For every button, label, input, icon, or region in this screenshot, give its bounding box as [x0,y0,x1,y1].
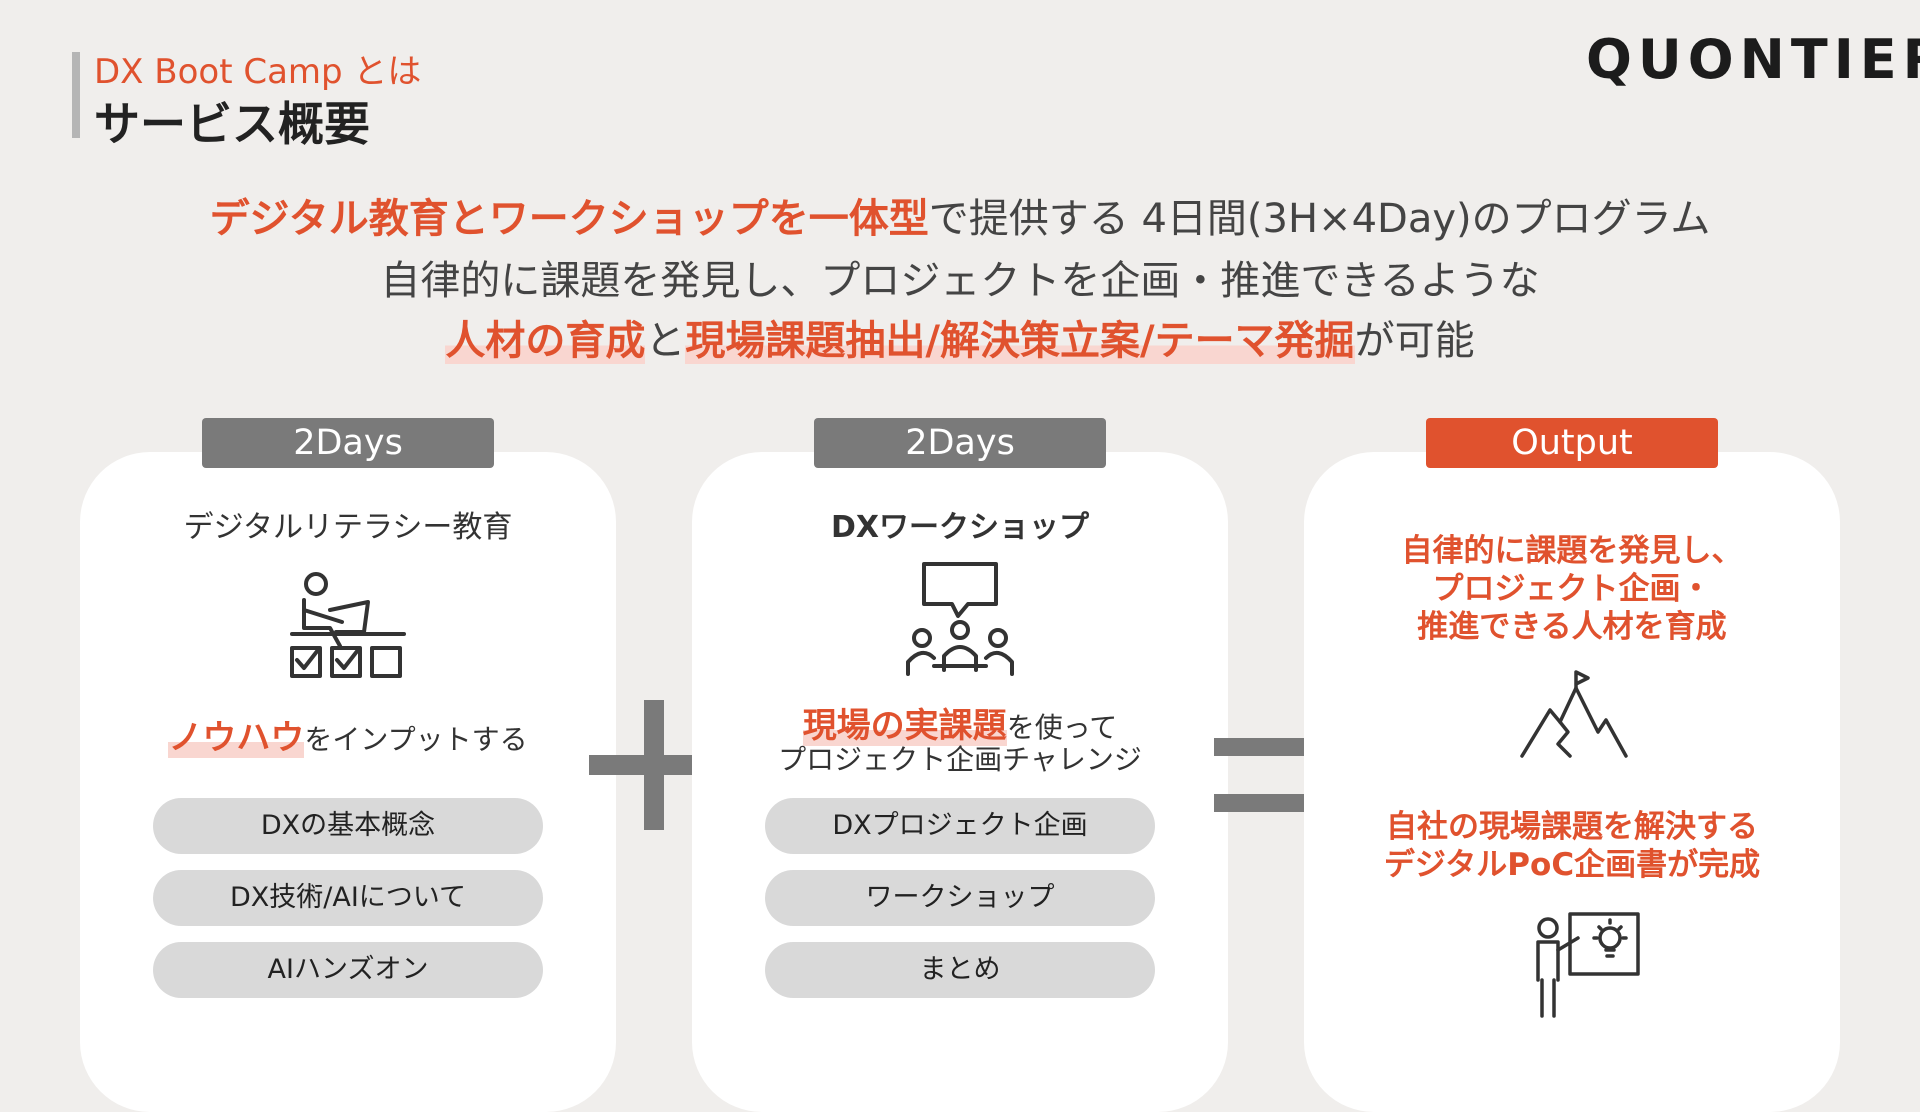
card-description-text: をインプットする [304,723,528,756]
group-discussion-icon [906,562,1014,676]
equals-icon [1214,738,1322,756]
topic-pill: AIハンズオン [153,942,543,998]
headline-emphasis-2: 人材の育成 [445,318,646,364]
card-description-emphasis: ノウハウ [168,718,305,758]
card-description: ノウハウをインプットする [80,710,616,759]
headline-text-3b: が可能 [1354,318,1475,364]
headline-text-1: で提供する 4日間(3H×4Day)のプログラム [928,196,1711,242]
card-dx-workshop: DXワークショップ 現場の実課題を使って プロジェクト企画チャレンジ DXプロジ… [692,452,1228,1112]
card-description-emphasis: 現場の実課題 [802,706,1007,746]
outcome-poc-line: 自社の現場課題を解決する [1386,809,1758,845]
headline-text-3a: と [645,318,686,364]
title-accent-bar [72,52,80,138]
teacher-desk-icon [290,572,406,678]
headline-line-3: 人材の育成と現場課題抽出/解決策立案/テーマ発掘が可能 [0,308,1920,366]
plus-icon-vertical [644,700,664,830]
card-title: DXワークショップ [830,510,1090,545]
outcome-talent-line: 自律的に課題を発見し、 [1401,533,1743,569]
card-title: デジタルリテラシー教育 [183,510,513,545]
card-description-line-2: プロジェクト企画チャレンジ [778,743,1142,776]
topic-pill: まとめ [765,942,1155,998]
outcome-poc: 自社の現場課題を解決する デジタルPoC企画書が完成 [1304,808,1840,884]
page-title: サービス概要 [94,97,370,151]
headline-line-2: 自律的に課題を発見し、プロジェクトを企画・推進できるような [380,258,1540,304]
card-description-text: を使って [1006,711,1118,744]
topic-pill: DXプロジェクト企画 [765,798,1155,854]
duration-tag: 2Days [814,418,1106,468]
topic-pill: ワークショップ [765,870,1155,926]
equals-icon-lower [1214,794,1322,812]
outcome-talent: 自律的に課題を発見し、 プロジェクト企画・ 推進できる人材を育成 [1304,532,1840,646]
presenter-idea-icon [1536,912,1640,1018]
outcome-talent-line: プロジェクト企画・ [1432,571,1712,607]
logo-text: QUONTIER [1586,28,1920,91]
output-tag: Output [1426,418,1718,468]
outcome-talent-line: 推進できる人材を育成 [1417,609,1727,645]
topic-pill: DX技術/AIについて [153,870,543,926]
card-output: 自律的に課題を発見し、 プロジェクト企画・ 推進できる人材を育成 自社の現場課題… [1304,452,1840,1112]
mountain-flag-icon [1520,670,1628,758]
duration-tag: 2Days [202,418,494,468]
headline-emphasis-1: デジタル教育とワークショップを一体型 [209,196,929,242]
quontier-logo: QUONTIER [1586,28,1920,91]
outcome-poc-line: デジタルPoC企画書が完成 [1383,847,1761,883]
headline-line-1: デジタル教育とワークショップを一体型で提供する 4日間(3H×4Day)のプログ… [0,186,1920,244]
topic-pill: DXの基本概念 [153,798,543,854]
headline-emphasis-3: 現場課題抽出/解決策立案/テーマ発掘 [685,318,1355,364]
page-subtitle: DX Boot Camp とは [94,52,422,92]
card-description: 現場の実課題を使って [692,698,1228,747]
card-digital-literacy: デジタルリテラシー教育 ノウハウをインプットする DXの基本概念 DX技術/AI… [80,452,616,1112]
